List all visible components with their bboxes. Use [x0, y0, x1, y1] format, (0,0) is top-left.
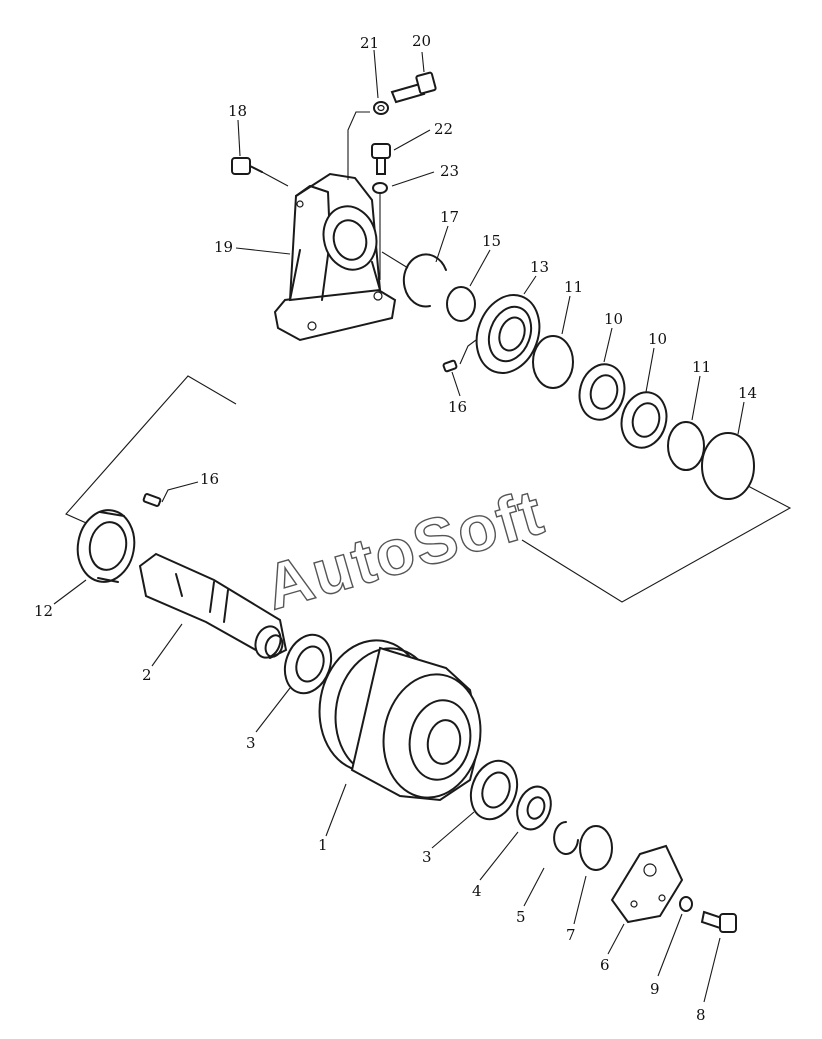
- callout-2: 2: [142, 666, 152, 684]
- callout-10-b: 10: [648, 330, 667, 348]
- callout-11-lower: 11: [692, 358, 711, 376]
- snap-ring-part-5: [553, 821, 579, 855]
- roller-part-1: [318, 639, 482, 802]
- seal-part-10-b: [620, 391, 668, 449]
- callout-3-left: 3: [246, 734, 256, 752]
- bearing-part-3-right: [469, 759, 519, 821]
- callout-15: 15: [482, 232, 501, 250]
- callout-10-a: 10: [604, 310, 623, 328]
- nut-part-4: [516, 785, 552, 831]
- o-ring-part-14: [701, 432, 755, 500]
- callout-11-upper: 11: [564, 278, 583, 296]
- callout-5: 5: [516, 908, 526, 926]
- callout-16-lower: 16: [200, 470, 219, 488]
- bearing-part-3-left: [283, 633, 333, 695]
- callout-3-right: 3: [422, 848, 432, 866]
- pin-part-16-upper: [442, 339, 477, 373]
- pin-part-16-lower: [142, 481, 199, 507]
- cover-part-6: [610, 844, 684, 924]
- o-ring-part-15: [446, 286, 476, 322]
- callout-labels: 21 20 18 22 23 17 19 15 13 11 10 10 11 1…: [34, 32, 757, 1024]
- watermark-text: AutoSoft: [257, 475, 552, 623]
- callout-20: 20: [412, 32, 431, 50]
- assembly-leader-left: [65, 375, 237, 531]
- shaft-part-2: [138, 552, 288, 660]
- callout-9: 9: [650, 980, 660, 998]
- seal-part-10-a: [578, 363, 626, 421]
- callout-13: 13: [530, 258, 549, 276]
- callout-14: 14: [738, 384, 757, 402]
- o-ring-part-11-lower: [667, 421, 705, 471]
- callout-7: 7: [566, 926, 576, 944]
- bearing-part-13: [475, 294, 541, 374]
- o-ring-part-7: [579, 825, 613, 871]
- washer-part-21: [347, 101, 389, 180]
- callout-8: 8: [696, 1006, 706, 1024]
- collar-part-12: [76, 509, 136, 583]
- callout-19: 19: [214, 238, 233, 256]
- washer-part-9: [679, 896, 693, 912]
- callout-6: 6: [600, 956, 610, 974]
- callout-22: 22: [434, 120, 453, 138]
- callout-17: 17: [440, 208, 459, 226]
- bolt-part-20: [390, 71, 437, 104]
- callout-leaders: [53, 49, 745, 1003]
- callout-21: 21: [360, 34, 379, 52]
- assembly-leader-right: [521, 485, 792, 603]
- callout-12: 12: [34, 602, 53, 620]
- callout-18: 18: [228, 102, 247, 120]
- bolt-part-22: [371, 143, 391, 175]
- callout-16-upper: 16: [448, 398, 467, 416]
- bolt-part-8: [700, 910, 737, 933]
- callout-1: 1: [318, 836, 328, 854]
- bolt-part-18: [231, 157, 289, 187]
- callout-23: 23: [440, 162, 459, 180]
- o-ring-part-11-upper: [532, 335, 574, 389]
- washer-part-23: [372, 182, 388, 280]
- snap-ring-part-17: [381, 251, 447, 308]
- callout-4: 4: [472, 882, 482, 900]
- bracket-part-19: [273, 172, 397, 342]
